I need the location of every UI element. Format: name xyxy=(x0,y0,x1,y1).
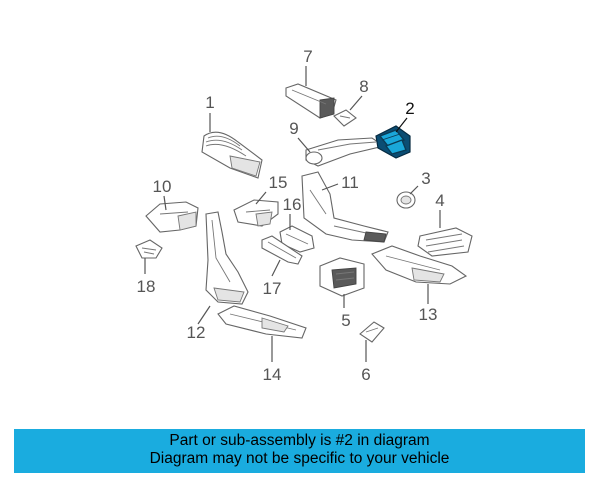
part-17-tube xyxy=(261,235,303,265)
leader-3 xyxy=(409,185,419,195)
callout-3: 3 xyxy=(421,169,430,188)
leader-11 xyxy=(321,183,339,191)
part-5-rear-vent xyxy=(319,257,365,297)
callout-8: 8 xyxy=(359,77,368,96)
leader-2 xyxy=(395,117,408,133)
part-8-clip xyxy=(333,109,357,127)
parts-diagram: 1 2 3 4 5 6 7 8 9 10 11 12 13 14 15 16 1… xyxy=(135,47,473,384)
leader-12 xyxy=(197,305,211,325)
leader-9 xyxy=(297,137,311,153)
callout-12: 12 xyxy=(187,323,206,342)
callout-2: 2 xyxy=(405,99,414,118)
leader-10 xyxy=(163,195,167,211)
part-15-bracket xyxy=(233,199,279,227)
info-banner: Part or sub-assembly is #2 in diagram Di… xyxy=(14,429,585,473)
callout-18: 18 xyxy=(137,277,156,296)
banner-line-2: Diagram may not be specific to your vehi… xyxy=(149,450,450,467)
callout-13: 13 xyxy=(419,305,438,324)
part-3-round-vent xyxy=(396,191,416,209)
part-18-grille xyxy=(135,239,163,259)
leader-17 xyxy=(271,259,281,277)
part-6-clip xyxy=(359,321,385,343)
leader-8 xyxy=(349,95,363,111)
banner-line-1: Part or sub-assembly is #2 in diagram xyxy=(169,432,430,449)
part-13-floor-duct xyxy=(371,245,468,285)
callout-6: 6 xyxy=(361,365,370,384)
callout-numbers: 1 2 3 4 5 6 7 8 9 10 11 12 13 14 15 16 1… xyxy=(137,47,445,384)
part-4-vent-panel xyxy=(417,227,473,257)
part-12-floor-duct xyxy=(205,211,249,305)
callout-15: 15 xyxy=(269,173,288,192)
part-14-floor-duct xyxy=(217,305,307,339)
callout-10: 10 xyxy=(153,177,172,196)
leader-lines xyxy=(144,66,441,362)
callout-9: 9 xyxy=(289,119,298,138)
part-10-duct xyxy=(145,201,199,233)
callout-1: 1 xyxy=(205,93,214,112)
part-9-duct xyxy=(305,137,386,167)
part-2-highlighted-vent xyxy=(375,125,411,159)
callout-4: 4 xyxy=(435,191,444,210)
callout-5: 5 xyxy=(341,311,350,330)
callout-11: 11 xyxy=(341,173,359,192)
callout-17: 17 xyxy=(263,279,282,298)
part-1-vent-grille xyxy=(201,131,263,179)
callout-16: 16 xyxy=(283,195,302,214)
leader-15 xyxy=(255,191,267,205)
callout-7: 7 xyxy=(303,47,312,66)
callout-14: 14 xyxy=(263,365,282,384)
part-7-duct xyxy=(285,83,337,119)
